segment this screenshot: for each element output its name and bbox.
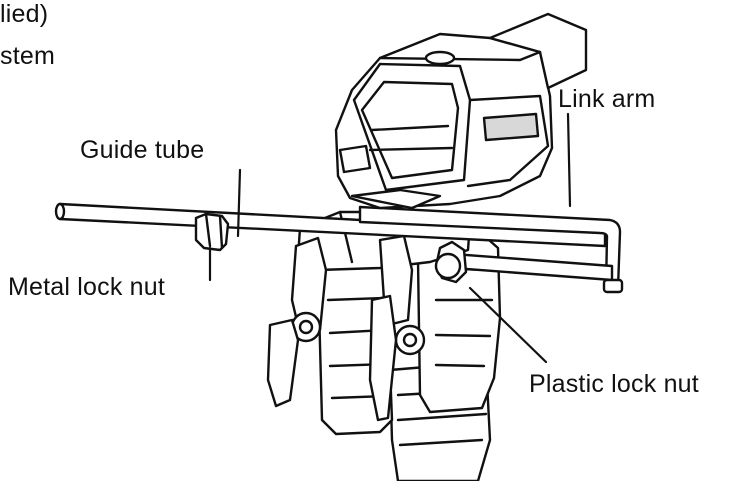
plastic-lock-nut-leader bbox=[468, 286, 548, 364]
left-lever bbox=[266, 318, 300, 408]
link-arm-label: Link arm bbox=[558, 85, 656, 113]
right-knob bbox=[434, 252, 462, 280]
clipped-label-top: lied) bbox=[0, 0, 49, 28]
link-arm-leader bbox=[566, 112, 572, 208]
top-knob bbox=[424, 50, 456, 66]
mid-lever bbox=[368, 294, 398, 422]
brand-plate bbox=[482, 112, 540, 142]
plastic-lock-nut-label: Plastic lock nut bbox=[529, 370, 699, 398]
clipped-label-second: stem bbox=[0, 42, 55, 70]
guide-tube-label: Guide tube bbox=[80, 136, 205, 164]
metal-lock-nut bbox=[194, 212, 230, 252]
metal-lock-nut-label: Metal lock nut bbox=[8, 273, 166, 301]
guide-tube-leader bbox=[236, 168, 242, 238]
